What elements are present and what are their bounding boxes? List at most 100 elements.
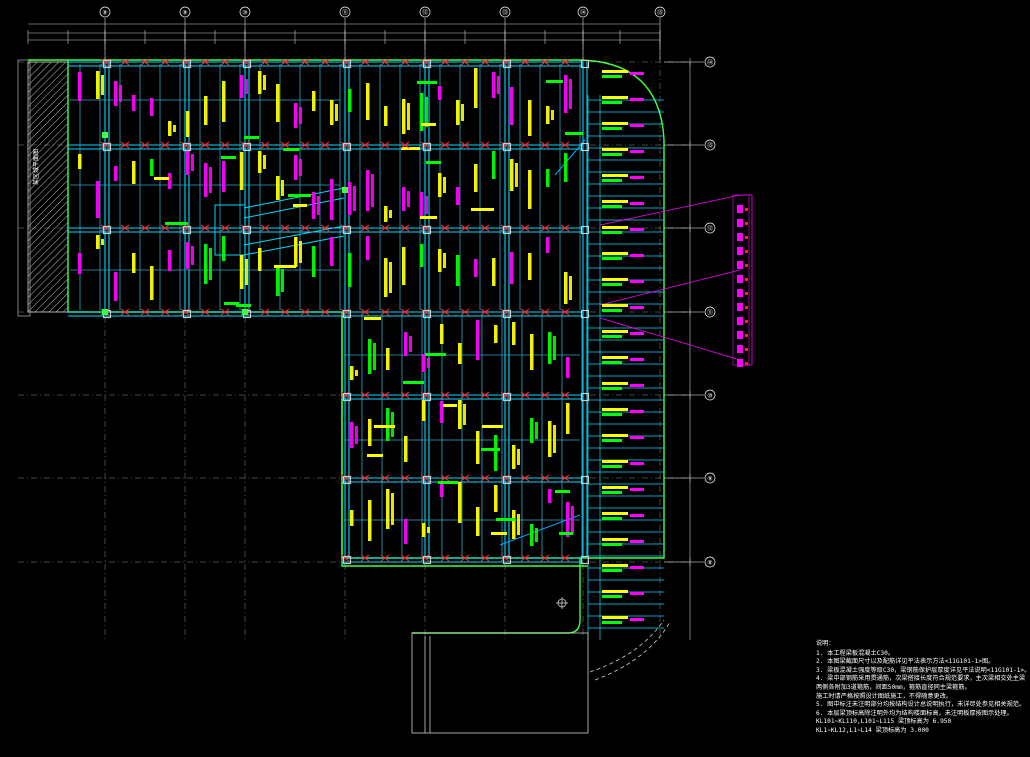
column-mark	[220, 141, 230, 149]
column-mark	[400, 474, 410, 482]
stair-label-mark	[630, 358, 644, 361]
column-mark	[260, 141, 270, 149]
column-mark	[220, 58, 230, 66]
side-detail-mark	[745, 320, 748, 323]
stair-label-mark	[602, 153, 622, 156]
beam-label-mark	[530, 524, 534, 546]
side-detail-mark	[737, 275, 743, 283]
column	[182, 59, 192, 69]
stair-label-mark	[630, 462, 644, 465]
column-mark	[200, 308, 210, 316]
beam-label-mark	[294, 103, 298, 128]
beam-label-mark	[367, 454, 383, 457]
stair-label-mark	[602, 361, 622, 364]
beam-label-mark	[389, 210, 392, 218]
column	[580, 59, 590, 69]
beam-label-mark	[283, 148, 299, 151]
side-detail-mark	[737, 289, 743, 297]
beam-label-mark	[512, 445, 516, 469]
side-detail-mark	[737, 331, 743, 339]
beam-label-mark	[294, 155, 298, 180]
beam-label-mark	[348, 89, 352, 112]
column	[342, 475, 352, 485]
beam-label-mark	[288, 194, 311, 197]
stair-label-mark	[602, 122, 628, 125]
beam-label-mark	[425, 353, 446, 356]
stair-label-mark	[630, 176, 644, 179]
beam-label-mark	[530, 418, 534, 443]
column	[242, 142, 252, 152]
beam-label-mark	[564, 272, 568, 304]
column-mark	[160, 224, 170, 232]
stair-label-mark	[602, 127, 622, 130]
column-mark	[440, 224, 450, 232]
axis-label: ⑬	[502, 9, 508, 17]
general-notes: 说明： 1. 本工程梁板混凝土C30。 2. 本图梁截面尺寸以及配筋详见平法表示…	[816, 640, 1030, 736]
stair-label-mark	[602, 231, 622, 234]
beam-label-mark	[474, 259, 478, 277]
axis-label: ⑭	[580, 9, 586, 17]
beam-label-mark	[492, 72, 496, 98]
column-mark	[320, 141, 330, 149]
beam-label-mark	[402, 187, 406, 211]
beam-label-mark	[312, 246, 316, 277]
note-line: 6. 本层梁顶标高除注明外均为结构楼面标高，未注明板厚按图示处理。	[816, 709, 1013, 717]
beam-label-mark	[548, 332, 552, 364]
beam-label-mark	[559, 532, 573, 535]
beam-label-mark	[510, 159, 514, 191]
beam-label-mark	[299, 241, 302, 263]
stair-label-mark	[602, 590, 628, 593]
column	[182, 309, 192, 319]
column-mark	[440, 391, 450, 399]
stair-label-mark	[602, 309, 622, 312]
column	[102, 59, 112, 69]
beam-label-mark	[373, 343, 376, 370]
column-mark	[120, 141, 130, 149]
side-detail-mark	[737, 247, 743, 255]
beam-label-mark	[492, 258, 496, 286]
side-detail-mark	[745, 334, 748, 337]
side-detail-mark	[745, 306, 748, 309]
axis-label: ⑨	[182, 10, 187, 17]
column-mark	[400, 224, 410, 232]
beam-label-mark	[386, 348, 390, 370]
beam-label-mark	[312, 192, 316, 219]
axis-bubble	[99, 6, 111, 18]
beam-label-mark	[299, 107, 302, 124]
axis-label: ⑧	[102, 10, 107, 17]
axis-label: ⑫	[422, 9, 428, 17]
stair-label-mark	[630, 514, 644, 517]
beam-label-mark	[438, 173, 442, 197]
side-detail-mark	[745, 222, 748, 225]
column	[102, 132, 108, 138]
axis-label: ⑮	[657, 9, 663, 17]
stair-label-mark	[630, 540, 644, 543]
column-mark	[260, 58, 270, 66]
column-mark	[360, 554, 370, 562]
column-mark	[480, 474, 490, 482]
stair-label-mark	[602, 257, 622, 260]
column	[502, 309, 512, 319]
axis-label: ⑫	[707, 225, 713, 233]
beam-label-mark	[384, 106, 388, 126]
axis-bubble	[179, 6, 191, 18]
column-mark	[460, 474, 470, 482]
column-mark	[440, 141, 450, 149]
column-mark	[280, 141, 290, 149]
beam-label-mark	[244, 136, 259, 139]
stair-label-mark	[602, 101, 622, 104]
beam-label-mark	[571, 506, 574, 533]
column-mark	[560, 141, 570, 149]
stair-label-mark	[630, 124, 644, 127]
beam-label-mark	[510, 87, 514, 125]
column	[502, 555, 512, 565]
beam-label-mark	[350, 510, 354, 526]
beam-label-mark	[551, 110, 554, 120]
beam-label-mark	[443, 404, 457, 407]
beam-label-mark	[546, 80, 563, 83]
beam-label-mark	[236, 304, 251, 307]
stair-label-mark	[602, 70, 628, 73]
beam-label-mark	[366, 170, 370, 211]
beam-label-mark	[348, 182, 352, 215]
beam-label-mark	[546, 106, 550, 124]
